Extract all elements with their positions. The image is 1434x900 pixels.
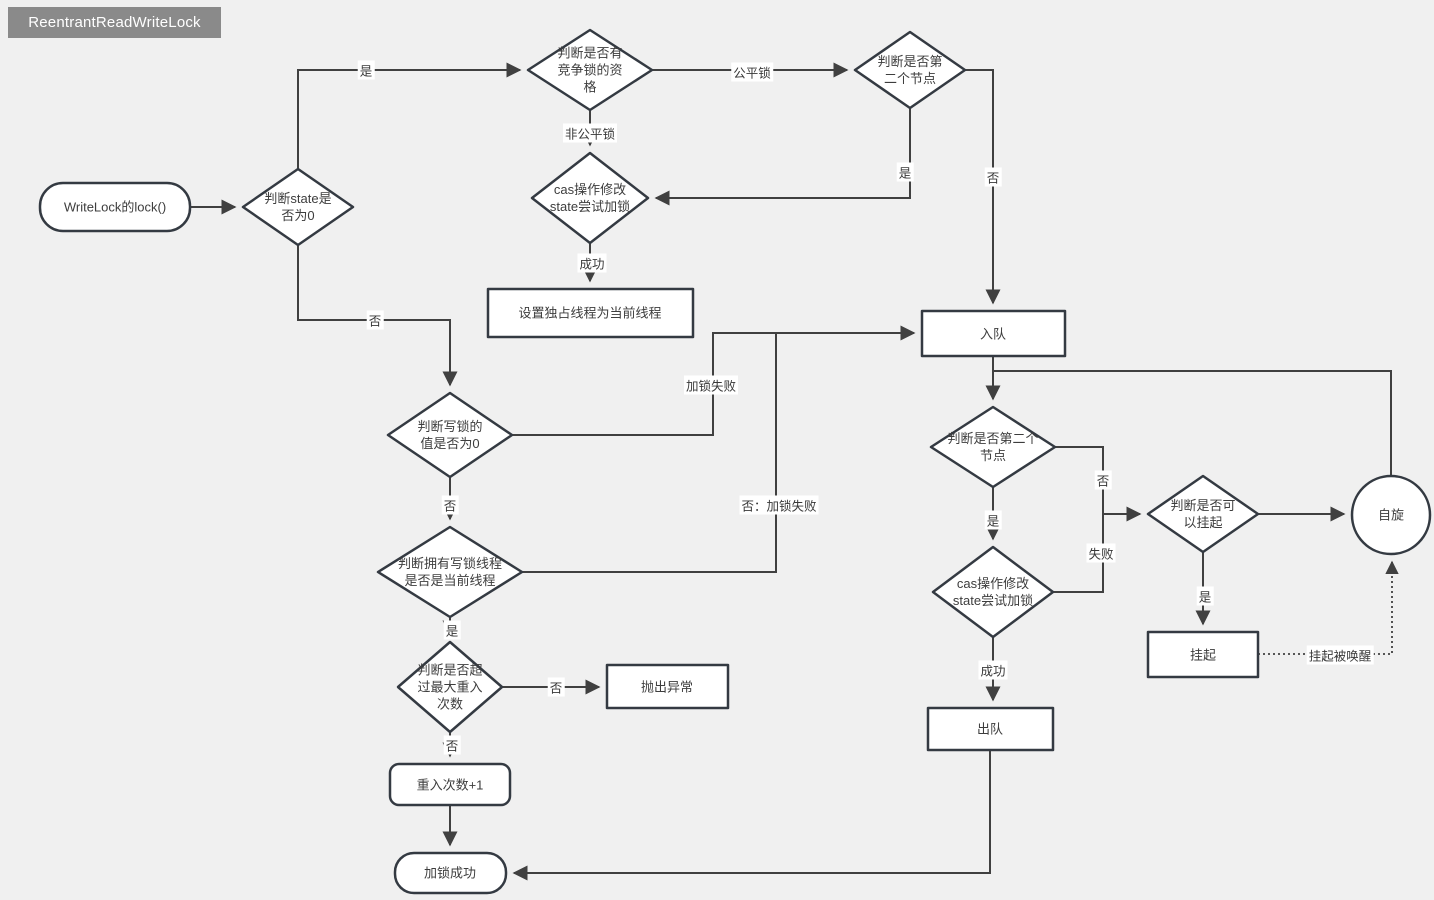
node-check-can-park-shape <box>1146 474 1260 554</box>
edge-label-yes-state-zero: 是 <box>357 60 375 80</box>
edge-label-no-second: 否 <box>1094 470 1112 490</box>
edge-label-fair-lock: 公平锁 <box>731 62 773 82</box>
node-set-owner-label: 设置独占线程为当前线程 <box>518 305 662 321</box>
edge-label-no-over-max: 否 <box>547 677 565 697</box>
node-check-owner-thread-shape <box>376 525 524 619</box>
node-check-second-label: 判断是否第二个节点 <box>947 430 1039 463</box>
edge-label-yes-second: 是 <box>984 510 1002 530</box>
node-lock-success-label: 加锁成功 <box>423 865 477 881</box>
node-spin-label: 自旋 <box>1377 507 1405 523</box>
node-check-state-label: 判断state是否为0 <box>264 190 332 223</box>
edge-label-cas-success: 成功 <box>978 660 1008 680</box>
node-check-write-zero-shape <box>386 391 514 479</box>
edge-second-top-yes <box>654 108 911 206</box>
node-check-state-shape <box>241 167 355 247</box>
edge-label-unfair-lock: 非公平锁 <box>562 123 618 143</box>
node-cas-try-top-shape <box>530 151 650 245</box>
edge-label-not-over-max: 否 <box>443 735 461 755</box>
node-check-second-shape <box>929 405 1057 489</box>
edge-label-cas-fail: 失败 <box>1086 543 1116 563</box>
edge-label-yes-owner: 是 <box>443 620 461 640</box>
edge-label-no-write-zero: 否 <box>441 495 459 515</box>
node-check-max-reentrant-shape <box>396 640 504 734</box>
edge-label-no-second-top: 否 <box>984 167 1002 187</box>
node-dequeue-label: 出队 <box>976 721 1004 737</box>
node-check-second-top-label: 判断是否第二个节点 <box>877 53 943 86</box>
node-lock-success-shape <box>393 851 508 895</box>
edge-dequeue-to-success <box>512 750 991 881</box>
node-spin-shape <box>1350 474 1432 556</box>
node-check-compete-shape <box>526 28 654 112</box>
edge-label-cas-success-top: 成功 <box>577 253 607 273</box>
node-reentrant-plus-shape <box>388 762 512 807</box>
node-enqueue-shape <box>920 309 1067 358</box>
edge-check-state-yes <box>297 62 522 169</box>
node-dequeue-shape <box>926 706 1055 752</box>
node-enqueue-label: 入队 <box>979 326 1007 342</box>
node-park-shape <box>1146 630 1260 679</box>
edge-label-lock-fail: 加锁失败 <box>683 375 739 395</box>
edge-label-no-state-zero: 否 <box>366 310 384 330</box>
node-set-owner-shape <box>486 287 695 339</box>
node-check-max-reentrant-label: 判断是否超过最大重入次数 <box>417 662 483 712</box>
node-reentrant-plus-label: 重入次数+1 <box>416 777 484 793</box>
edge-enqueue-to-spin <box>993 370 1392 476</box>
node-check-second-top-shape <box>853 30 967 110</box>
edge-label-yes-can-park: 是 <box>1196 586 1214 606</box>
node-start-shape <box>38 181 192 233</box>
edge-park-wakeup <box>1258 560 1399 655</box>
node-throw-exception-shape <box>605 663 730 710</box>
edge-cas-fail <box>1053 514 1104 593</box>
edge-label-park-wakeup: 挂起被唤醒 <box>1306 645 1374 665</box>
edge-owner-thread-lockfail <box>522 333 777 573</box>
edge-label-yes-second-top: 是 <box>896 162 914 182</box>
node-throw-exception-label: 抛出异常 <box>640 679 694 695</box>
edge-second-no <box>1055 446 1104 514</box>
edge-label-no-lock-fail: 否：加锁失败 <box>739 495 819 515</box>
node-cas-try-bottom-shape <box>931 545 1055 639</box>
node-check-write-zero-label: 判断写锁的值是否为0 <box>417 418 483 451</box>
node-park-label: 挂起 <box>1189 647 1217 663</box>
node-check-compete-label: 判断是否有竞争锁的资格 <box>557 45 623 95</box>
diagram-title: ReentrantReadWriteLock <box>8 7 221 38</box>
node-start-label: WriteLock的lock() <box>63 199 167 215</box>
node-check-can-park-label: 判断是否可以挂起 <box>1170 497 1236 530</box>
node-check-owner-thread-label: 判断拥有写锁线程是否是当前线程 <box>397 555 503 588</box>
edge-second-top-no <box>965 69 1001 305</box>
